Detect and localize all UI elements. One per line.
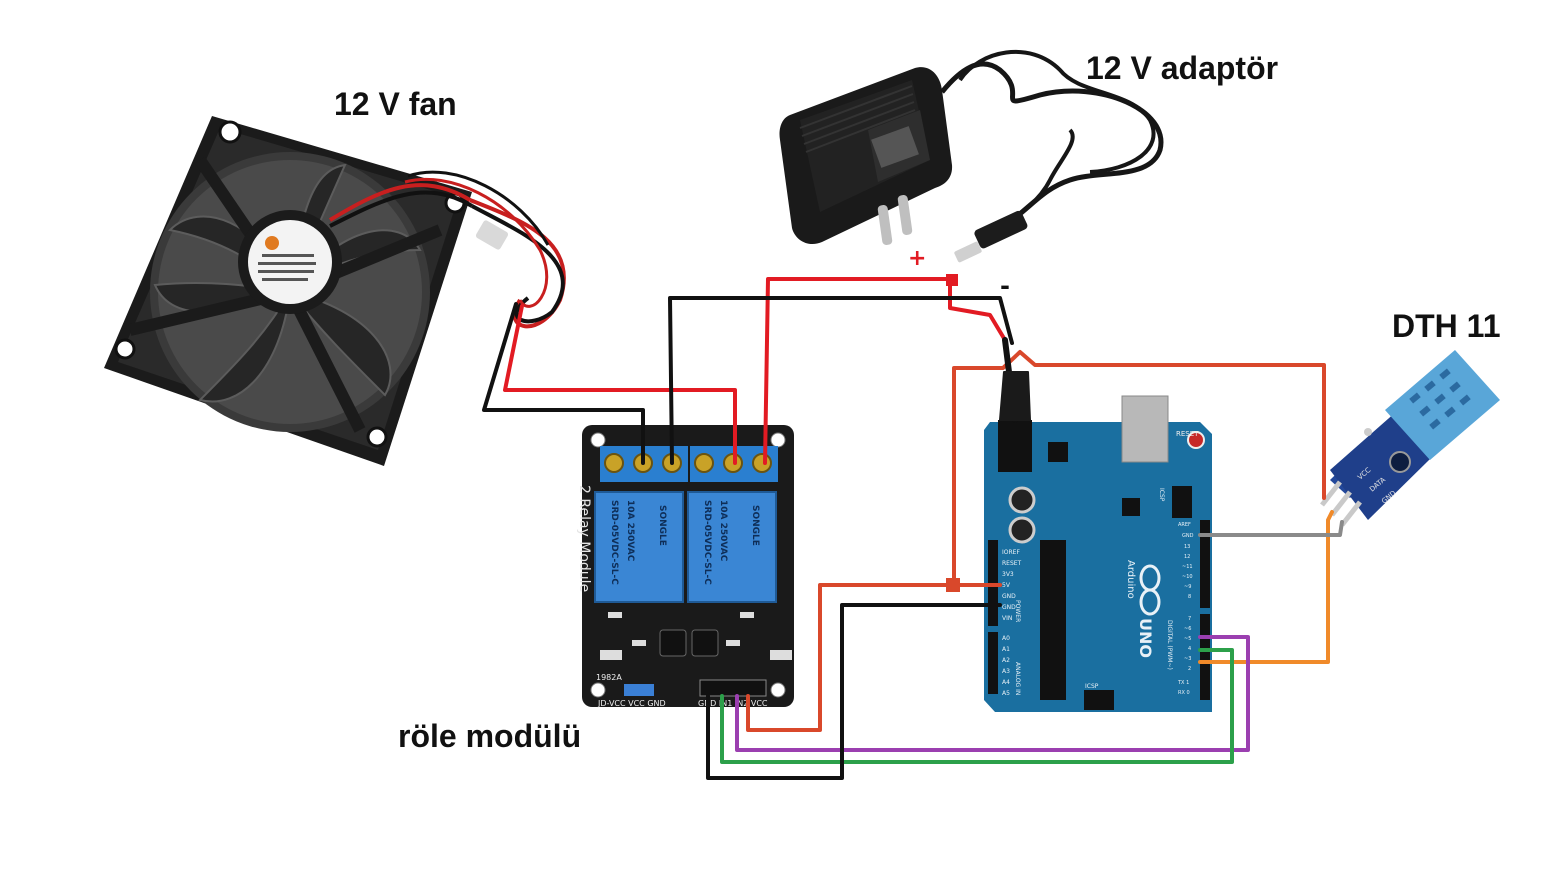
arduino-pin-3v3: 3V3 [1002,571,1014,578]
relay-right-brand: SONGLE [750,505,760,546]
arduino-pin-2: 2 [1188,666,1191,672]
arduino-pin-aref: AREF [1178,522,1191,528]
relay-right-model: SRD-05VDC-SL-C [702,500,712,585]
arduino-pin-a3: A3 [1002,668,1010,675]
relay-right-rating: 10A 250VAC [718,500,728,562]
arduino-pin-3: ~3 [1184,656,1191,662]
relay-part-label: 1982A [596,673,622,682]
arduino-pin-6: ~6 [1184,626,1191,632]
arduino-icsp-label: ICSP [1158,488,1165,502]
arduino-pin-gnd1: GND [1002,593,1016,600]
relay-module-image: SRD-05VDC-SL-C 10A 250VAC SRD-05VDC-SL-C… [576,425,794,708]
arduino-reset-label: RESET [1176,430,1199,438]
arduino-model: UNO [1136,618,1155,658]
arduino-pin-9: ~9 [1184,584,1191,590]
adapter-label: 12 V adaptör [1086,50,1279,86]
sensor-label: DTH 11 [1392,308,1501,344]
relay-board-title: 2 Relay Module [576,485,592,592]
relay-jumper-label: JD-VCC VCC GND [597,699,666,708]
arduino-digital-label: DIGITAL (PWM~) [1166,620,1173,670]
sensor-image: VCC DATA GND [1320,350,1500,527]
arduino-pin-13: 13 [1184,544,1190,550]
arduino-pin-12: 12 [1184,554,1190,560]
arduino-pin-rx: RX 0 [1178,690,1190,696]
arduino-pin-a1: A1 [1002,646,1010,653]
arduino-pin-4: 4 [1188,646,1191,652]
arduino-pin-a4: A4 [1002,679,1010,686]
relay-left-model: SRD-05VDC-SL-C [609,500,619,585]
arduino-uno-image: RESET IOREF RESET 3V3 5V GND GND VIN A0 … [984,395,1212,712]
relay-pin-header: GND IN1 IN2 VCC [698,699,768,708]
wires [482,274,1344,780]
arduino-pin-a5: A5 [1002,690,1010,697]
arduino-pin-vin: VIN [1002,615,1012,622]
arduino-pin-ioref: IOREF [1002,549,1020,556]
arduino-brand: Arduino [1125,560,1136,599]
arduino-pin-a0: A0 [1002,635,1010,642]
arduino-icsp2-label: ICSP [1085,683,1099,690]
fan-label: 12 V fan [334,86,457,122]
arduino-power-label: POWER [1014,600,1021,622]
relay-label: röle modülü [398,718,582,754]
relay-left-brand: SONGLE [657,505,667,546]
arduino-pin-10: ~10 [1182,574,1193,580]
adapter-image [779,49,1164,263]
polarity-plus: + [908,246,926,271]
fan-image [104,116,566,466]
polarity-minus: - [1000,272,1010,300]
arduino-pin-11: ~11 [1182,564,1193,570]
arduino-pin-gnd2: GND [1002,604,1016,611]
relay-left-rating: 10A 250VAC [625,500,635,562]
arduino-pin-5v: 5V [1002,582,1011,589]
arduino-pin-5: ~5 [1184,636,1191,642]
arduino-pin-8: 8 [1188,594,1191,600]
arduino-pin-gnd-r: GND [1182,533,1194,539]
arduino-pin-7: 7 [1188,616,1191,622]
arduino-pin-reset: RESET [1002,560,1022,567]
arduino-analog-label: ANALOG IN [1014,662,1021,695]
arduino-pin-tx: TX 1 [1177,680,1189,686]
arduino-pin-a2: A2 [1002,657,1010,664]
